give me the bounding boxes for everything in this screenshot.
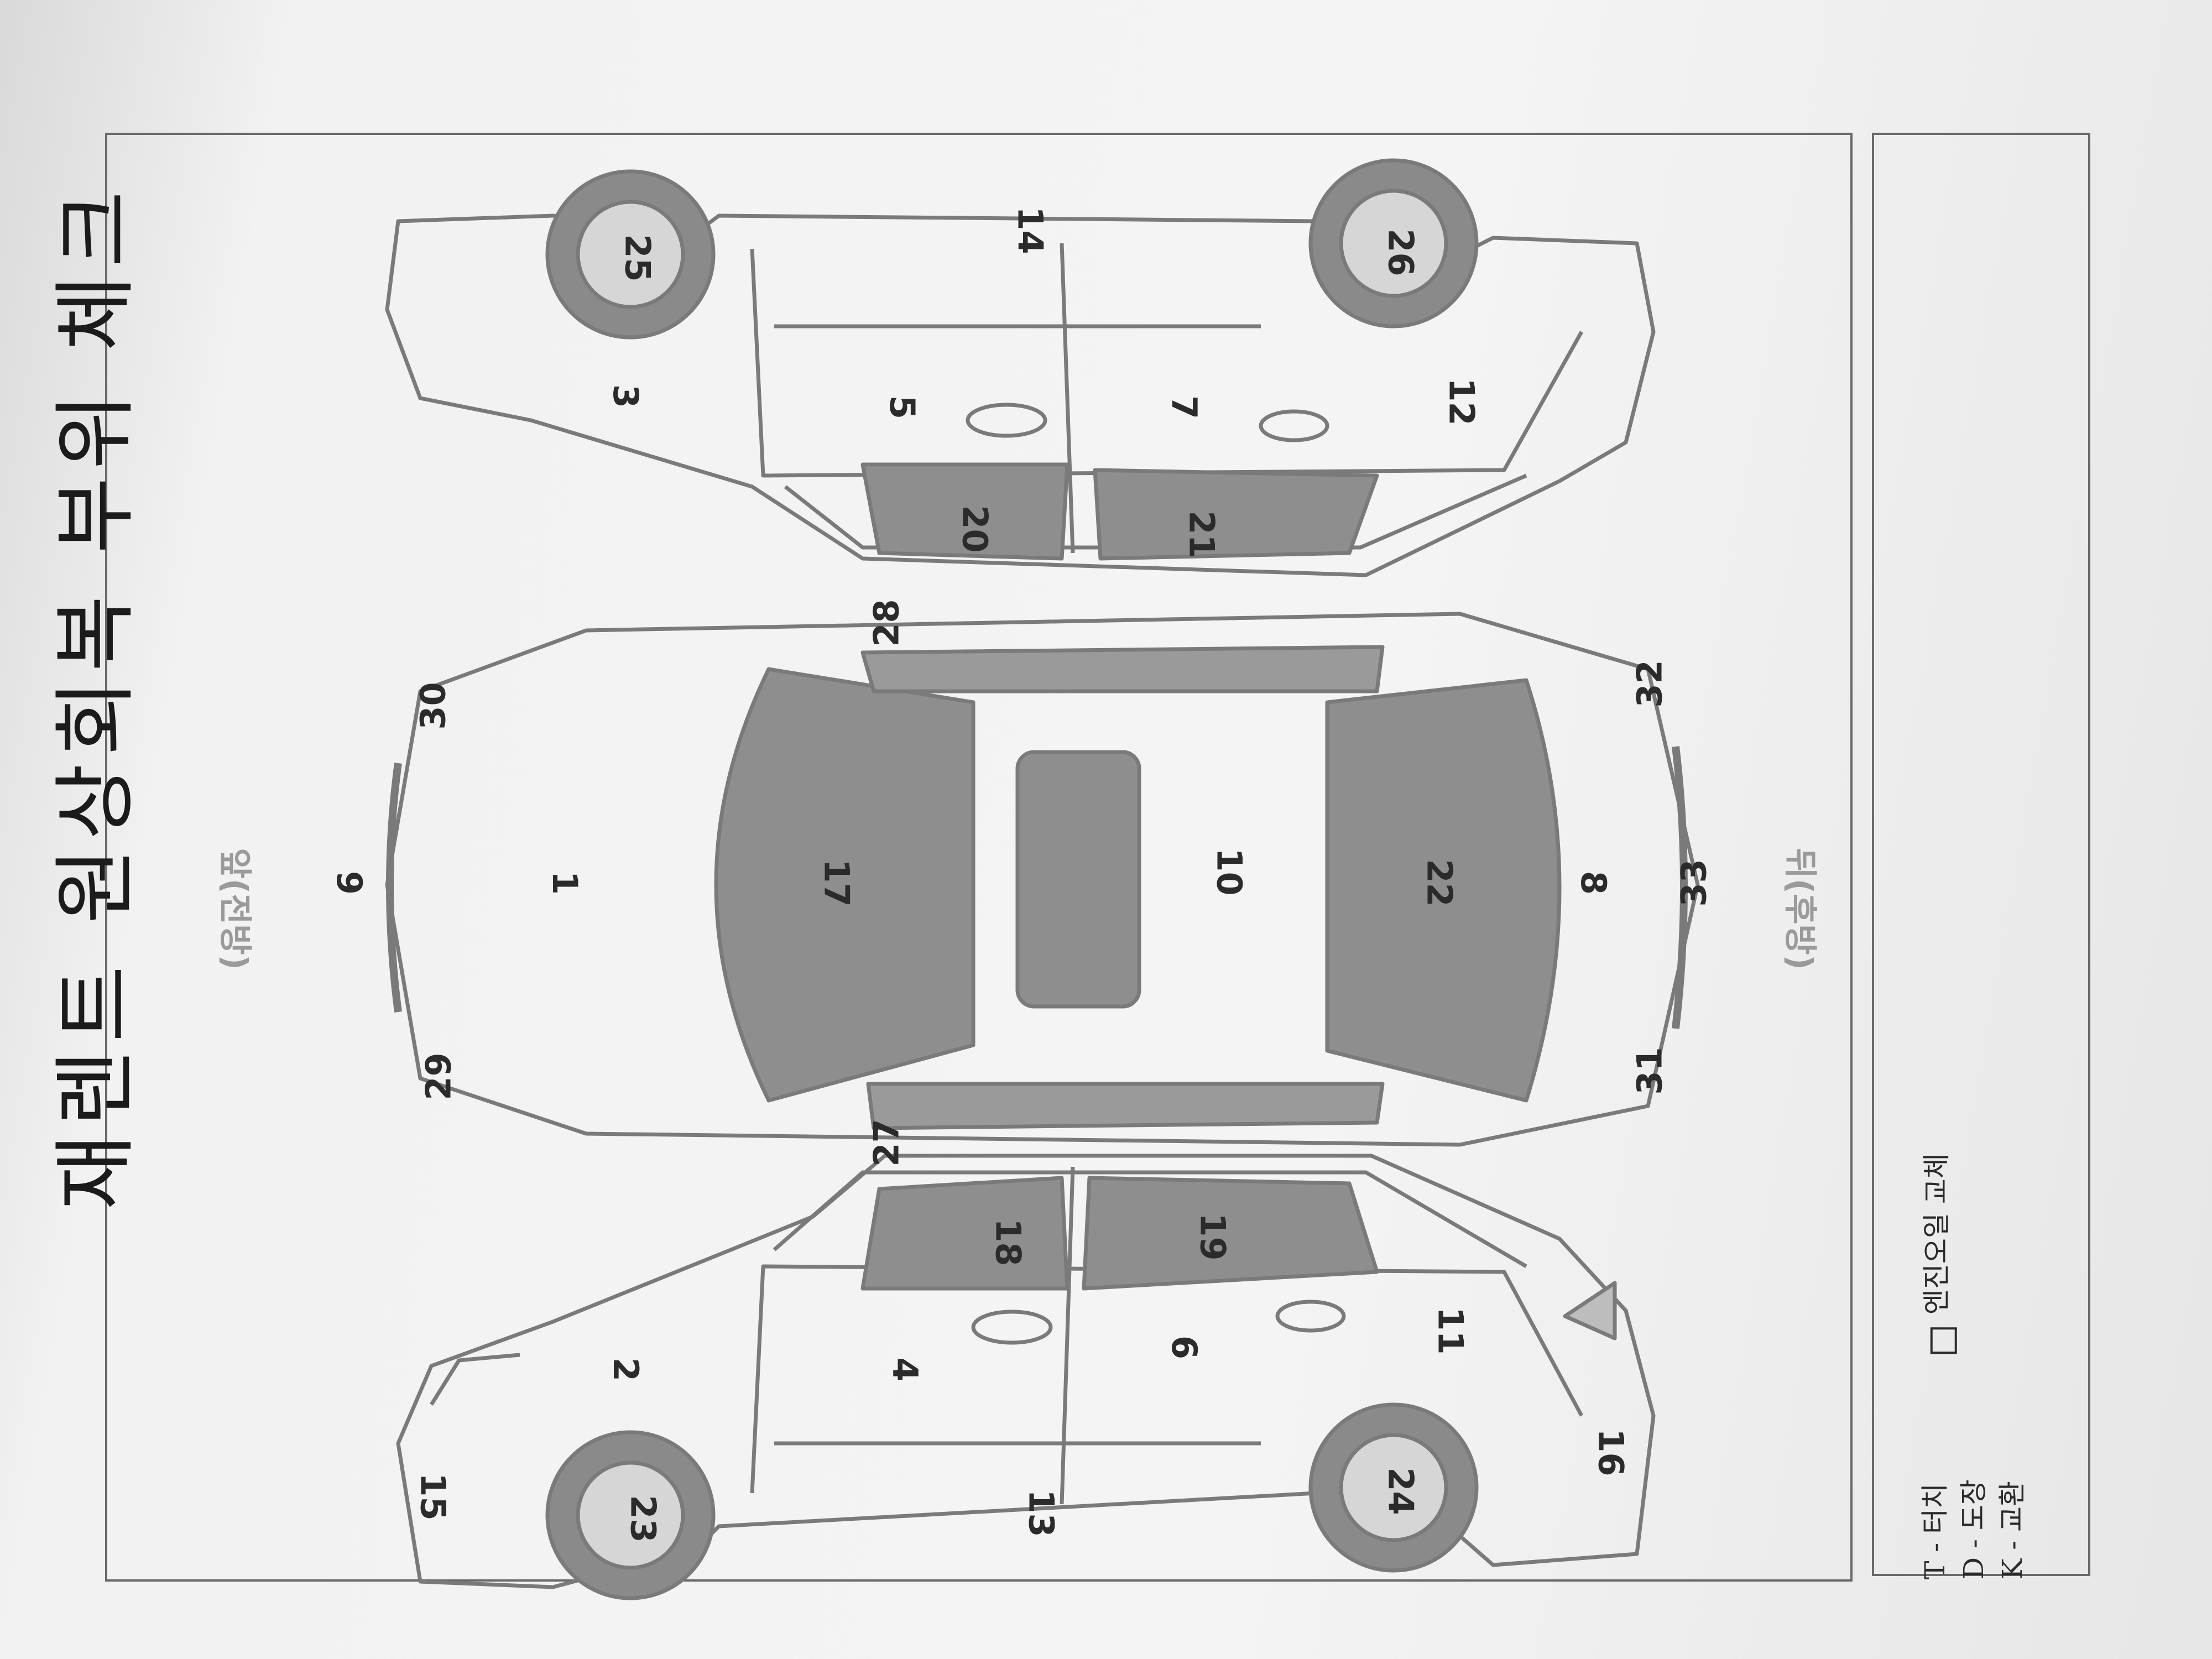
part-number-31[interactable]: 31 [1629,1047,1670,1095]
diagram-frame [105,133,1853,1582]
part-number-30[interactable]: 30 [413,682,453,730]
engine-oil-checkbox[interactable] [1930,1327,1957,1354]
part-number-3[interactable]: 3 [606,384,646,409]
part-number-11[interactable]: 11 [1430,1307,1471,1355]
part-number-9[interactable]: 9 [329,870,370,895]
part-number-33[interactable]: 33 [1673,859,1714,907]
right-side-view [385,158,1656,577]
part-number-16[interactable]: 16 [1590,1428,1631,1477]
part-number-28[interactable]: 28 [866,599,907,647]
legend-paint: D - 도장 [1958,1479,1990,1579]
part-number-1[interactable]: 1 [545,870,586,895]
form-title: 재렌트 원상회복 부위 체크 [48,183,144,1211]
part-number-21[interactable]: 21 [1181,510,1222,559]
part-number-12[interactable]: 12 [1441,378,1482,426]
legend-touch: T - 터치 [1919,1483,1951,1579]
part-number-22[interactable]: 22 [1419,859,1460,907]
part-number-26[interactable]: 26 [1380,228,1421,276]
part-number-13[interactable]: 13 [1021,1489,1062,1537]
part-number-7[interactable]: 7 [1164,395,1205,420]
part-number-2[interactable]: 2 [606,1357,646,1382]
part-number-8[interactable]: 8 [1573,870,1614,895]
part-number-17[interactable]: 17 [816,859,857,907]
part-number-32[interactable]: 32 [1629,660,1670,708]
part-number-29[interactable]: 29 [418,1052,459,1100]
legend-replace: K - 교환 [1996,1480,2028,1579]
rear-label: 뒤(후방) [1780,848,1819,970]
part-number-4[interactable]: 4 [885,1357,926,1382]
part-number-5[interactable]: 5 [882,395,923,420]
part-number-15[interactable]: 15 [413,1473,453,1521]
part-number-25[interactable]: 25 [617,234,658,282]
part-number-18[interactable]: 18 [988,1218,1029,1266]
part-number-14[interactable]: 14 [1010,206,1051,254]
part-number-19[interactable]: 19 [1192,1213,1233,1261]
part-number-10[interactable]: 10 [1209,848,1250,896]
part-number-27[interactable]: 27 [866,1119,907,1167]
engine-oil-row[interactable]: 엔진오일 교체 [1914,1066,1957,1354]
part-number-24[interactable]: 24 [1380,1467,1421,1515]
engine-oil-label: 엔진오일 교체 [1920,1153,1953,1315]
part-number-6[interactable]: 6 [1164,1335,1205,1360]
legend-frame [1872,133,2090,1576]
part-number-23[interactable]: 23 [623,1495,664,1543]
front-label: 앞(전방) [215,848,254,970]
left-side-view [396,1154,1656,1600]
part-number-20[interactable]: 20 [954,505,995,553]
top-view [385,612,1700,1147]
